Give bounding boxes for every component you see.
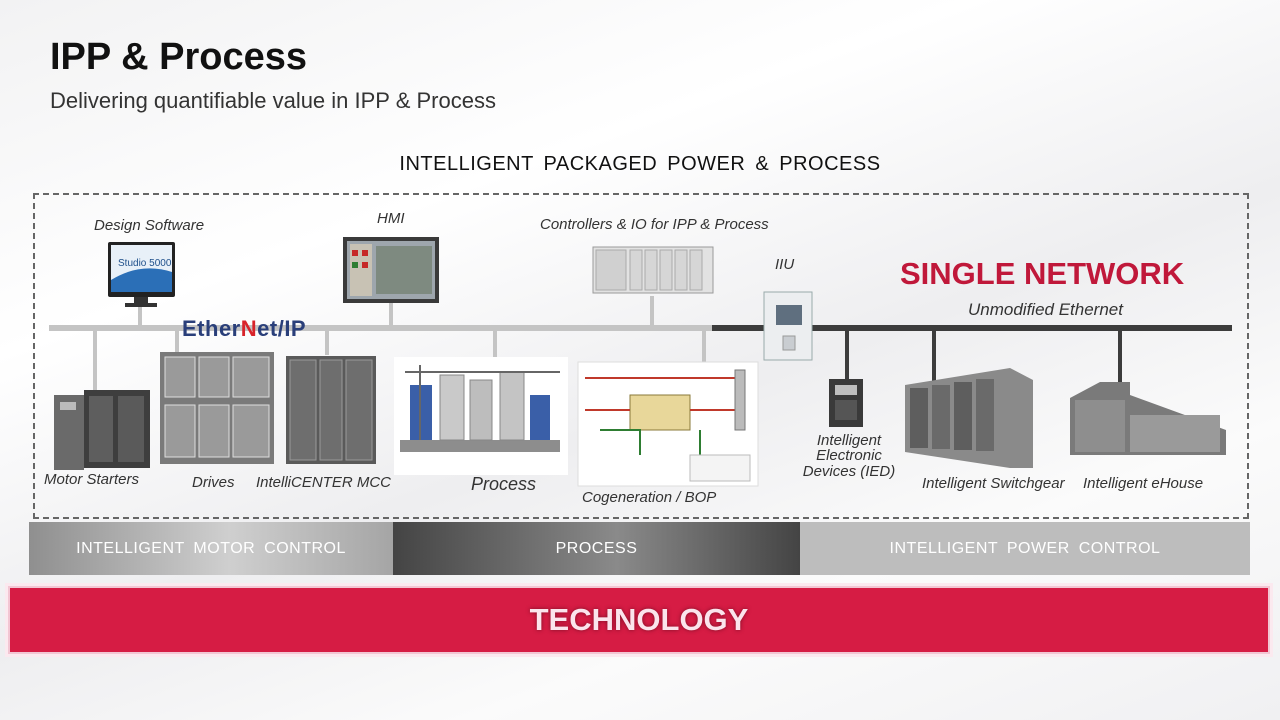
cogeneration-label: Cogeneration / BOP bbox=[582, 489, 717, 506]
switchgear-label: Intelligent Switchgear bbox=[922, 475, 1065, 492]
ied-label-line3: Devices (IED) bbox=[802, 463, 896, 480]
hmi-label: HMI bbox=[377, 210, 405, 227]
intellicenter-label: IntelliCENTER MCC bbox=[256, 474, 392, 491]
design-software-label: Design Software bbox=[94, 217, 205, 234]
single-network-title: SINGLE NETWORK bbox=[900, 256, 1185, 291]
slide-subtitle: Delivering quantifiable value in IPP & P… bbox=[50, 88, 496, 113]
ied-device-icon bbox=[829, 379, 863, 427]
dark-network-line bbox=[712, 325, 1232, 331]
technology-label: TECHNOLOGY bbox=[529, 602, 749, 637]
band-motor-control: INTELLIGENT MOTOR CONTROL bbox=[29, 522, 393, 575]
motor-starters-label: Motor Starters bbox=[44, 471, 140, 488]
iiu-unit-icon bbox=[763, 291, 813, 361]
light-network-line bbox=[49, 325, 712, 331]
mcc-cabinet-icon bbox=[286, 356, 376, 464]
ied-label-line1: Intelligent bbox=[816, 432, 882, 449]
drives-cabinet-icon bbox=[160, 352, 274, 464]
technology-banner: TECHNOLOGY bbox=[8, 586, 1270, 654]
ehouse-icon bbox=[1070, 382, 1226, 455]
process-label: Process bbox=[471, 474, 537, 494]
iiu-label: IIU bbox=[775, 256, 795, 273]
band-power-control: INTELLIGENT POWER CONTROL bbox=[800, 522, 1250, 575]
slide-title: IPP & Process bbox=[50, 36, 308, 78]
ied-label-line2: Electronic bbox=[816, 447, 882, 464]
ehouse-label: Intelligent eHouse bbox=[1083, 475, 1204, 492]
switchgear-icon bbox=[905, 368, 1033, 468]
ethernet-ip-logo: EtherNet/IP bbox=[182, 316, 307, 341]
ipp-dashed-frame bbox=[33, 193, 1249, 519]
controller-rack-icon bbox=[592, 246, 714, 294]
band-process: PROCESS bbox=[393, 522, 800, 575]
studio-logo-text: Studio 5000 bbox=[118, 258, 172, 269]
unmodified-ethernet-label: Unmodified Ethernet bbox=[968, 300, 1123, 319]
hmi-panel-icon bbox=[343, 237, 439, 303]
section-title: INTELLIGENT PACKAGED POWER & PROCESS bbox=[399, 153, 881, 175]
design-software-monitor-icon bbox=[108, 242, 175, 307]
cogeneration-diagram-image bbox=[577, 361, 759, 487]
process-skid-image bbox=[394, 357, 568, 475]
dark-drop-lines bbox=[812, 325, 1122, 383]
drives-label: Drives bbox=[192, 474, 235, 491]
controllers-label: Controllers & IO for IPP & Process bbox=[540, 216, 769, 233]
motor-starters-icon bbox=[54, 390, 150, 470]
